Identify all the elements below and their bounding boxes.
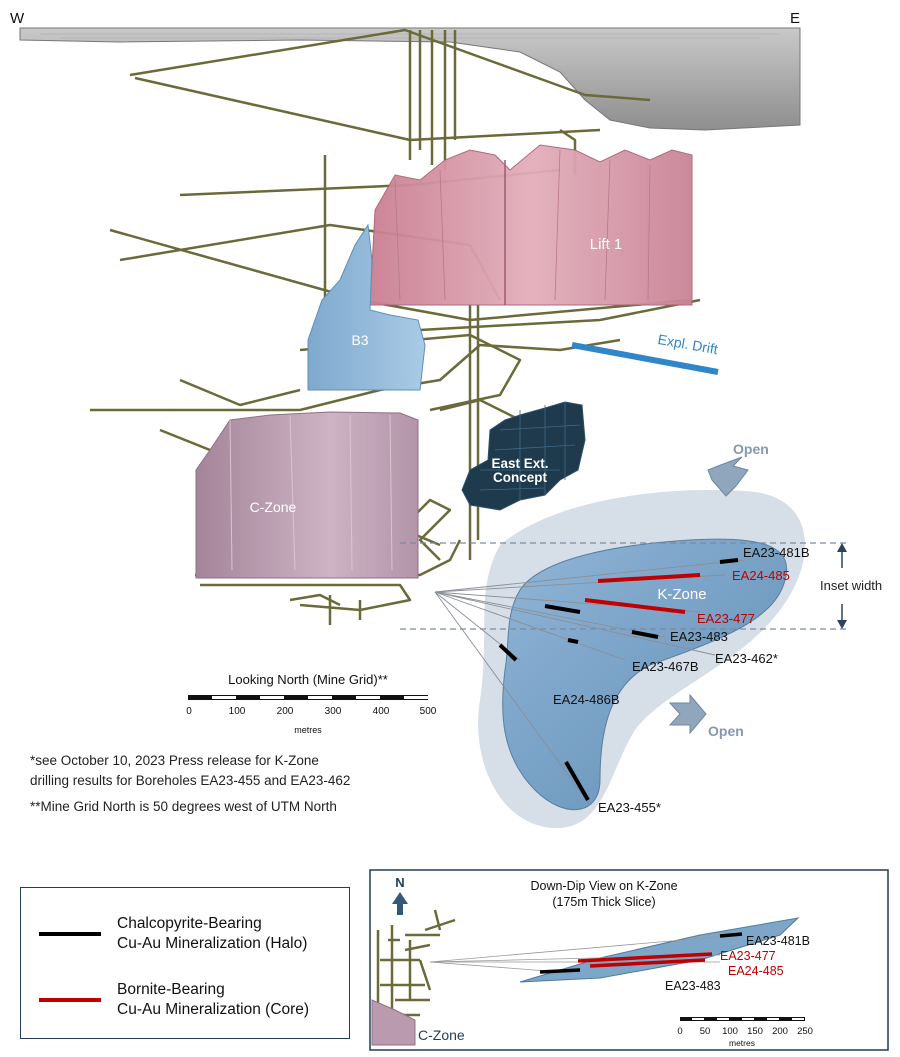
halo-interval-477 — [544, 604, 581, 614]
inset-title-line1: Down-Dip View on K-Zone — [530, 879, 677, 893]
mineralized-intervals — [498, 558, 739, 802]
inset-title-line2: (175m Thick Slice) — [552, 895, 655, 909]
c-zone-label: C-Zone — [250, 499, 297, 515]
inset-c-zone-label: C-Zone — [418, 1027, 465, 1043]
inset-width-label: Inset width — [820, 578, 882, 593]
footnote-press-release: *see October 10, 2023 Press release for … — [30, 751, 350, 791]
inset-label-ea23-477: EA23-477 — [720, 949, 776, 963]
scale-tick-300: 300 — [325, 706, 342, 717]
legend-text-core: Bornite-Bearing Cu-Au Mineralization (Co… — [117, 980, 309, 1020]
core-interval-477 — [584, 598, 686, 614]
halo-interval-467b — [567, 638, 579, 644]
core-interval-485 — [597, 573, 701, 583]
scale-tick-100: 100 — [229, 706, 246, 717]
label-ea23-483: EA23-483 — [670, 629, 728, 644]
inset-label-ea24-485: EA24-485 — [728, 964, 784, 978]
inset-scale-unit: metres — [729, 1038, 755, 1048]
scale-unit: metres — [294, 725, 322, 735]
main-scale-bar: Looking North (Mine Grid)** 0 100 200 30… — [186, 672, 437, 735]
east-ext-concept: East Ext. Concept — [461, 401, 586, 511]
legend-halo-line1: Chalcopyrite-Bearing — [117, 915, 262, 932]
legend-core-line1: Bornite-Bearing — [117, 981, 225, 998]
east-label: E — [790, 10, 800, 27]
legend-halo-line2: Cu-Au Mineralization (Halo) — [117, 935, 308, 952]
east-ext-label-line1: East Ext. — [491, 456, 548, 471]
footnote-line-1: *see October 10, 2023 Press release for … — [30, 753, 319, 768]
north-arrow-icon — [392, 892, 408, 915]
b3-label: B3 — [351, 332, 368, 348]
inset-scale-tick-0: 0 — [677, 1026, 682, 1037]
inset-width-guides: Inset width — [400, 542, 882, 630]
legend-text-halo: Chalcopyrite-Bearing Cu-Au Mineralizatio… — [117, 914, 307, 954]
label-ea23-477: EA23-477 — [697, 611, 755, 626]
inset-label-ea23-483: EA23-483 — [665, 979, 721, 993]
halo-interval-455 — [564, 760, 590, 802]
inset-scale-tick-150: 150 — [747, 1026, 763, 1037]
east-ext-label-line2: Concept — [493, 470, 548, 485]
label-ea23-455: EA23-455* — [598, 800, 661, 815]
legend-box: Chalcopyrite-Bearing Cu-Au Mineralizatio… — [20, 887, 350, 1039]
legend-swatch-halo — [39, 932, 101, 936]
inset-scale-tick-100: 100 — [722, 1026, 738, 1037]
k-zone: K-Zone — [478, 490, 806, 829]
c-zone: C-Zone — [195, 411, 419, 579]
borehole-labels: EA23-481B EA24-485 EA23-477 EA23-483 EA2… — [553, 545, 810, 815]
scale-tick-400: 400 — [373, 706, 390, 717]
drill-hole-traces — [434, 559, 746, 806]
halo-interval-486b — [498, 643, 518, 662]
inset-label-ea23-481b: EA23-481B — [746, 934, 810, 948]
legend-item-bornite: Bornite-Bearing Cu-Au Mineralization (Co… — [39, 980, 309, 1020]
inset-north-label: N — [395, 875, 404, 890]
scale-bar-title: Looking North (Mine Grid)** — [228, 672, 388, 687]
label-ea24-485: EA24-485 — [732, 568, 790, 583]
open-arrow-top: Open — [707, 441, 769, 497]
label-ea23-462: EA23-462* — [715, 651, 778, 666]
inset-scale-tick-200: 200 — [772, 1026, 788, 1037]
k-zone-label: K-Zone — [657, 586, 706, 603]
exploration-drift: Expl. Drift — [571, 331, 720, 375]
scale-tick-500: 500 — [420, 706, 437, 717]
scale-tick-200: 200 — [277, 706, 294, 717]
label-ea23-481b: EA23-481B — [743, 545, 810, 560]
halo-interval-483 — [631, 630, 659, 639]
legend-core-line2: Cu-Au Mineralization (Core) — [117, 1001, 310, 1018]
inset-scale-tick-250: 250 — [797, 1026, 813, 1037]
b3-zone: B3 — [307, 223, 426, 391]
open-arrow-bottom: Open — [668, 693, 744, 739]
inset-down-dip-view: Down-Dip View on K-Zone (175m Thick Slic… — [369, 869, 889, 1051]
west-label: W — [10, 10, 25, 27]
halo-interval-481b — [719, 558, 739, 564]
inset-scale-tick-50: 50 — [700, 1026, 711, 1037]
footnote-mine-grid: **Mine Grid North is 50 degrees west of … — [30, 799, 337, 814]
footnote-line-2: drilling results for Boreholes EA23-455 … — [30, 773, 351, 788]
legend-swatch-core — [39, 998, 101, 1002]
lift-1-zone: Lift 1 — [369, 144, 693, 306]
open-label-top: Open — [733, 441, 769, 457]
lift-1-label: Lift 1 — [590, 236, 623, 253]
expl-drift-label: Expl. Drift — [657, 331, 720, 357]
legend-item-chalcopyrite: Chalcopyrite-Bearing Cu-Au Mineralizatio… — [39, 914, 307, 954]
label-ea23-467b: EA23-467B — [632, 659, 699, 674]
label-ea24-486b: EA24-486B — [553, 692, 620, 707]
open-label-bottom: Open — [708, 723, 744, 739]
scale-tick-0: 0 — [186, 706, 192, 717]
